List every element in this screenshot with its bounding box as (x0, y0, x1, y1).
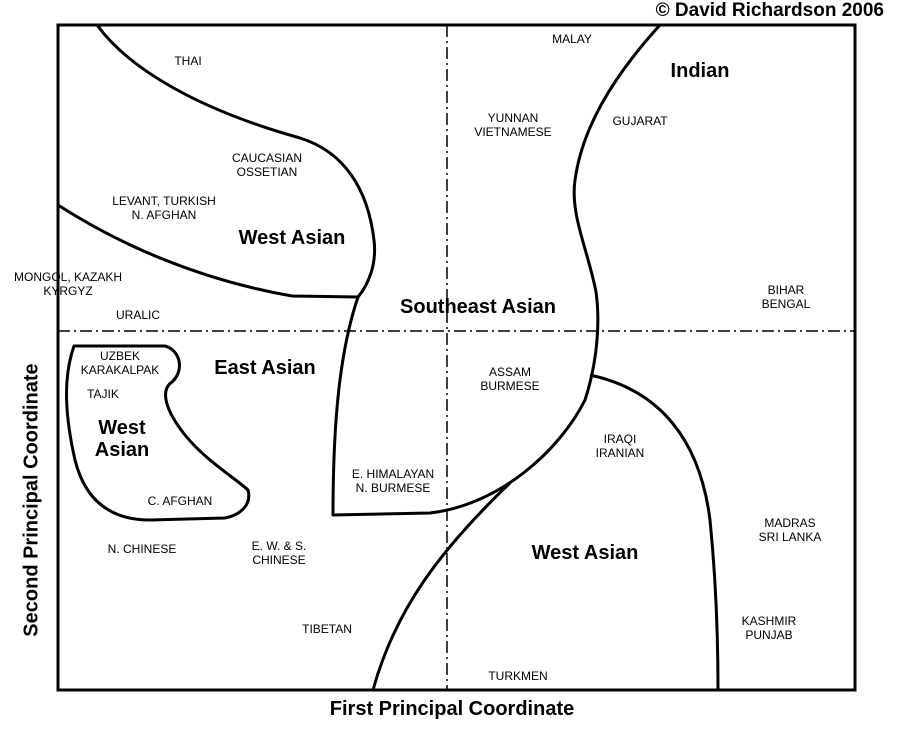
west-asian-lower-boundary (57, 203, 359, 299)
region-west-asian-bottom: West Asian (531, 542, 639, 564)
pop-line: E. HIMALAYAN (351, 467, 435, 481)
region-southeast-asian: Southeast Asian (400, 296, 556, 318)
pop-thai: THAI (174, 54, 202, 68)
x-axis-label: First Principal Coordinate (329, 698, 575, 720)
west-asian-blob-boundary (65, 344, 251, 522)
pop-line: LEVANT, TURKISH (112, 194, 216, 208)
y-axis-label: Second Principal Coordinate (20, 363, 43, 637)
pop-line: KARAKALPAK (80, 363, 160, 377)
west-asian-bottom-boundary (589, 373, 720, 691)
pop-line: MONGOL, KAZAKH (13, 270, 123, 284)
pop-line: YUNNAN (487, 111, 539, 125)
pop-tibetan: TIBETAN (302, 622, 352, 636)
pop-line: N. AFGHAN (131, 208, 197, 222)
pop-line: BIHAR (767, 283, 805, 297)
pop-line: PUNJAB (745, 628, 793, 642)
plot-frame (56, 23, 857, 692)
region-west-asian-top: West Asian (238, 227, 346, 249)
southeast-asian-boundary (331, 23, 662, 517)
pop-gujarat: GUJARAT (612, 114, 668, 128)
pop-line: BENGAL (761, 297, 811, 311)
copyright-notice: © David Richardson 2006 (655, 0, 884, 21)
pop-line: BURMESE (480, 379, 540, 393)
east-west-bottom-boundary (371, 481, 512, 691)
thai-boundary (95, 24, 377, 298)
pop-uralic: URALIC (115, 308, 161, 322)
pop-turkmen: TURKMEN (488, 669, 548, 683)
pop-line: CAUCASIAN (231, 151, 303, 165)
pop-line: VIETNAMESE (474, 125, 552, 139)
pop-line: MADRAS (764, 516, 816, 530)
region-east-asian: East Asian (214, 357, 316, 379)
region-label-line: West (98, 417, 146, 439)
pop-line: N. BURMESE (355, 481, 431, 495)
pop-line: IRANIAN (595, 446, 645, 460)
pop-line: IRAQI (603, 432, 637, 446)
pop-line: SRI LANKA (758, 530, 822, 544)
pop-ews-chinese: E. W. & S.CHINESE (252, 539, 307, 567)
pop-c-afghan: C. AFGHAN (147, 494, 213, 508)
region-indian: Indian (670, 60, 730, 82)
pop-malay: MALAY (552, 32, 592, 46)
region-label-line: Asian (94, 439, 150, 461)
pop-line: CHINESE (252, 553, 306, 567)
pop-line: UZBEK (99, 349, 141, 363)
pop-line: KASHMIR (741, 614, 797, 628)
pop-line: OSSETIAN (236, 165, 298, 179)
pop-n-chinese: N. CHINESE (107, 542, 177, 556)
pop-line: ASSAM (488, 365, 531, 379)
pop-tajik: TAJIK (87, 387, 119, 401)
pop-line: E. W. & S. (251, 539, 307, 553)
pop-line: KYRGYZ (43, 284, 93, 298)
